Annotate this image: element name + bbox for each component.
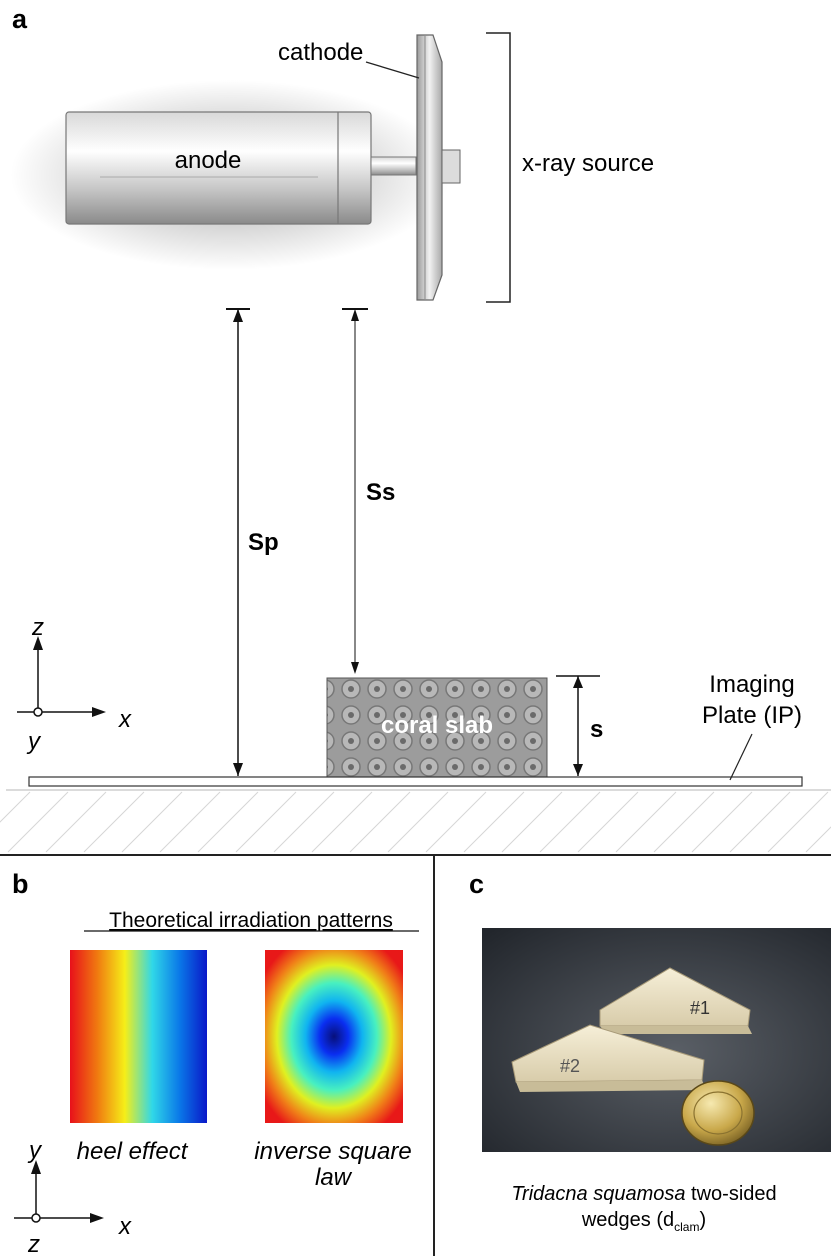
sp-label: Sp <box>248 529 279 556</box>
axes-a <box>17 636 106 717</box>
axis-a-y: y <box>26 728 42 755</box>
clam-wedges-photo: #1 #2 <box>482 928 831 1152</box>
panel-c-letter: c <box>469 869 484 899</box>
caption-sub: clam <box>674 1220 699 1234</box>
panel-c-caption-line1: Tridacna squamosa two-sided <box>511 1183 776 1205</box>
inverse-square-caption-line1: inverse square <box>254 1138 411 1165</box>
coral-slab-label: coral slab <box>381 712 493 739</box>
axis-a-z: z <box>31 614 44 641</box>
axis-b-y: y <box>27 1137 43 1164</box>
caption-rest: two-sided <box>686 1183 777 1205</box>
xray-source-bracket <box>486 32 511 303</box>
cathode <box>416 34 461 301</box>
panel-a: a anode cathode x-ray source Sp <box>0 4 831 853</box>
xray-source-label: x-ray source <box>522 150 654 177</box>
axis-b-z: z <box>27 1231 40 1256</box>
axes-b <box>14 1160 104 1223</box>
caption-species: Tridacna squamosa <box>511 1183 685 1205</box>
panel-a-letter: a <box>12 4 28 34</box>
axis-a-x: x <box>118 706 132 733</box>
heel-effect-pattern <box>70 950 207 1123</box>
wedge-2: #2 <box>511 1024 706 1092</box>
imaging-plate <box>28 776 803 787</box>
panel-b-title: Theoretical irradiation patterns <box>109 909 393 932</box>
inverse-square-pattern <box>265 950 403 1123</box>
inverse-square-caption-line2: law <box>315 1164 353 1191</box>
ss-distance-arrow <box>342 308 368 674</box>
panel-c: c #1 #2 Tridacna squamosa two-sided wedg… <box>469 869 831 1234</box>
s-label: s <box>590 716 603 743</box>
wedge-1-label: #1 <box>690 998 710 1018</box>
caption-wedges: wedges (d <box>581 1209 674 1231</box>
panel-b-letter: b <box>12 869 29 899</box>
ss-label: Ss <box>366 479 395 506</box>
imaging-plate-leader <box>729 733 753 781</box>
ground-hatch <box>0 789 831 853</box>
panel-c-caption-line2: wedges (dclam) <box>581 1209 706 1234</box>
sp-distance-arrow <box>226 308 250 776</box>
coral-slab <box>326 677 548 779</box>
anode-label: anode <box>175 147 242 174</box>
panel-b: b Theoretical irradiation patterns heel … <box>12 869 419 1256</box>
axis-b-x: x <box>118 1213 132 1240</box>
cathode-label: cathode <box>278 39 363 66</box>
imaging-plate-label-line2: Plate (IP) <box>702 702 802 729</box>
euro-coin <box>681 1080 755 1146</box>
wedge-2-label: #2 <box>560 1056 580 1076</box>
imaging-plate-label-line1: Imaging <box>709 671 794 698</box>
wedge-1: #1 <box>599 967 752 1034</box>
cathode-leader <box>365 61 420 79</box>
s-thickness-arrow <box>556 675 600 776</box>
anode <box>65 111 417 225</box>
caption-close: ) <box>699 1209 706 1231</box>
heel-effect-caption: heel effect <box>77 1138 189 1165</box>
